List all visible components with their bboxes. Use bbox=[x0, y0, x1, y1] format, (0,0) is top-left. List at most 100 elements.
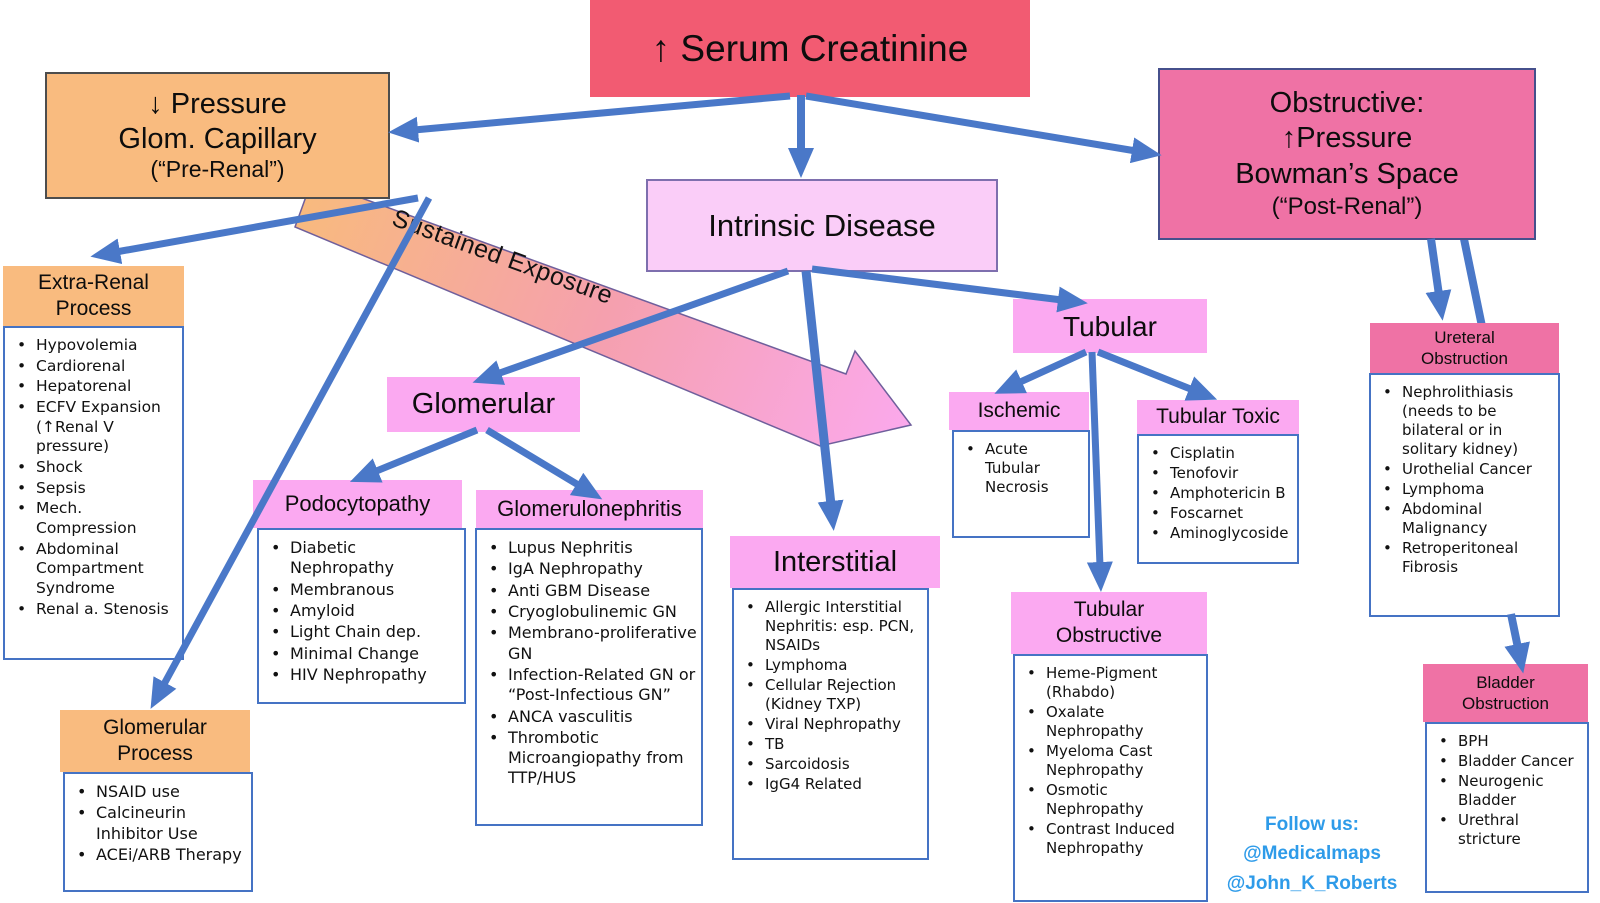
list-item: Neurogenic Bladder bbox=[1427, 772, 1583, 810]
pre-renal-line1: ↓ Pressure bbox=[148, 88, 287, 121]
post-renal-line4: (“Post-Renal”) bbox=[1271, 193, 1423, 221]
list-item: Nephrolithiasis (needs to be bilateral o… bbox=[1371, 383, 1554, 459]
list-item: Lupus Nephritis bbox=[477, 538, 697, 559]
list-item: Cisplatin bbox=[1139, 444, 1293, 463]
list-item: ECFV Expansion (↑Renal V pressure) bbox=[5, 398, 178, 457]
list-glomerulonephritis: Lupus NephritisIgA NephropathyAnti GBM D… bbox=[475, 528, 703, 826]
list-item: Foscarnet bbox=[1139, 504, 1293, 523]
list-item: Hypovolemia bbox=[5, 336, 178, 356]
list-item: Shock bbox=[5, 458, 178, 478]
list-item: Osmotic Nephropathy bbox=[1015, 781, 1202, 819]
pre-renal-line2: Glom. Capillary bbox=[118, 122, 317, 155]
intrinsic-disease-label: Intrinsic Disease bbox=[708, 207, 936, 243]
list-interstitial: Allergic Interstitial Nephritis: esp. PC… bbox=[732, 588, 929, 860]
list-item: TB bbox=[734, 735, 923, 754]
glomerulonephritis-items: Lupus NephritisIgA NephropathyAnti GBM D… bbox=[477, 530, 701, 794]
list-item: Contrast Induced Nephropathy bbox=[1015, 820, 1202, 858]
list-item: Abdominal Compartment Syndrome bbox=[5, 540, 178, 599]
list-item: Myeloma Cast Nephropathy bbox=[1015, 742, 1202, 780]
header-tubular-toxic: Tubular Toxic bbox=[1137, 400, 1299, 434]
list-tubular-toxic: CisplatinTenofovirAmphotericin BFoscarne… bbox=[1137, 434, 1299, 564]
list-ureteral-obstruction: Nephrolithiasis (needs to be bilateral o… bbox=[1369, 373, 1560, 617]
list-item: Viral Nephropathy bbox=[734, 715, 923, 734]
ischemic-items: Acute Tubular Necrosis bbox=[954, 432, 1088, 502]
bladder-obstruction-items: BPHBladder CancerNeurogenic BladderUreth… bbox=[1427, 724, 1587, 854]
header-podocytopathy: Podocytopathy bbox=[253, 480, 462, 528]
extra-renal-items: HypovolemiaCardiorenalHepatorenalECFV Ex… bbox=[5, 328, 182, 624]
glomerular-process-items: NSAID useCalcineurin Inhibitor UseACEi/A… bbox=[65, 774, 251, 870]
list-item: Urethral stricture bbox=[1427, 811, 1583, 849]
list-glomerular-process: NSAID useCalcineurin Inhibitor UseACEi/A… bbox=[63, 772, 253, 892]
list-item: Allergic Interstitial Nephritis: esp. PC… bbox=[734, 598, 923, 655]
post-renal-line3: Bowman’s Space bbox=[1235, 157, 1459, 190]
list-item: NSAID use bbox=[65, 782, 247, 803]
header-ischemic: Ischemic bbox=[949, 392, 1089, 430]
header-tubular-obstructive: Tubular Obstructive bbox=[1011, 592, 1207, 654]
list-extra-renal-process: HypovolemiaCardiorenalHepatorenalECFV Ex… bbox=[3, 326, 184, 660]
list-item: ANCA vasculitis bbox=[477, 707, 697, 728]
list-item: Diabetic Nephropathy bbox=[259, 538, 460, 579]
list-item: Calcineurin Inhibitor Use bbox=[65, 803, 247, 844]
list-item: Aminoglycoside bbox=[1139, 524, 1293, 543]
list-item: IgG4 Related bbox=[734, 775, 923, 794]
header-glomerular-process: Glomerular Process bbox=[60, 710, 250, 772]
post-renal-line1: Obstructive: bbox=[1269, 86, 1425, 119]
list-podocytopathy: Diabetic NephropathyMembranousAmyloidLig… bbox=[257, 528, 466, 704]
list-item: Membrano-proliferative GN bbox=[477, 623, 697, 664]
header-interstitial: Interstitial bbox=[730, 536, 940, 588]
list-item: IgA Nephropathy bbox=[477, 559, 697, 580]
list-item: Heme-Pigment (Rhabdo) bbox=[1015, 664, 1202, 702]
podocytopathy-items: Diabetic NephropathyMembranousAmyloidLig… bbox=[259, 530, 464, 690]
post-renal-line2: ↑Pressure bbox=[1281, 122, 1413, 155]
header-bladder-obstruction: Bladder Obstruction bbox=[1423, 664, 1588, 722]
list-item: Amphotericin B bbox=[1139, 484, 1293, 503]
list-ischemic: Acute Tubular Necrosis bbox=[952, 430, 1090, 538]
list-item: Retroperitoneal Fibrosis bbox=[1371, 539, 1554, 577]
list-item: Bladder Cancer bbox=[1427, 752, 1583, 771]
list-item: Renal a. Stenosis bbox=[5, 600, 178, 620]
node-intrinsic-disease: Intrinsic Disease bbox=[646, 179, 998, 272]
list-item: Oxalate Nephropathy bbox=[1015, 703, 1202, 741]
list-item: Cellular Rejection (Kidney TXP) bbox=[734, 676, 923, 714]
list-item: HIV Nephropathy bbox=[259, 665, 460, 686]
list-item: Cardiorenal bbox=[5, 357, 178, 377]
list-item: Cryoglobulinemic GN bbox=[477, 602, 697, 623]
social-handle-john-k-roberts[interactable]: @John_K_Roberts bbox=[1226, 872, 1398, 894]
interstitial-items: Allergic Interstitial Nephritis: esp. PC… bbox=[734, 590, 927, 799]
header-glomerulonephritis: Glomerulonephritis bbox=[476, 490, 703, 528]
header-ureteral-obstruction: Ureteral Obstruction bbox=[1370, 323, 1559, 373]
list-item: Hepatorenal bbox=[5, 377, 178, 397]
list-item: Infection-Related GN or “Post-Infectious… bbox=[477, 665, 697, 706]
list-item: Minimal Change bbox=[259, 644, 460, 665]
pre-renal-line3: (“Pre-Renal”) bbox=[150, 155, 285, 182]
tubular-toxic-items: CisplatinTenofovirAmphotericin BFoscarne… bbox=[1139, 436, 1297, 548]
list-item: Light Chain dep. bbox=[259, 622, 460, 643]
node-serum-creatinine: ↑ Serum Creatinine bbox=[590, 0, 1030, 97]
node-post-renal: Obstructive: ↑Pressure Bowman’s Space (“… bbox=[1158, 68, 1536, 240]
list-item: Anti GBM Disease bbox=[477, 581, 697, 602]
list-item: Membranous bbox=[259, 580, 460, 601]
list-item: Urothelial Cancer bbox=[1371, 460, 1554, 479]
list-item: Thrombotic Microangiopathy from TTP/HUS bbox=[477, 728, 697, 789]
header-tubular: Tubular bbox=[1013, 299, 1207, 353]
node-serum-creatinine-label: ↑ Serum Creatinine bbox=[651, 27, 969, 69]
node-pre-renal: ↓ Pressure Glom. Capillary (“Pre-Renal”) bbox=[45, 72, 390, 199]
list-tubular-obstructive: Heme-Pigment (Rhabdo)Oxalate Nephropathy… bbox=[1013, 654, 1208, 902]
follow-us-label: Follow us: bbox=[1265, 814, 1359, 835]
list-item: Amyloid bbox=[259, 601, 460, 622]
list-item: Sarcoidosis bbox=[734, 755, 923, 774]
ureteral-obstruction-items: Nephrolithiasis (needs to be bilateral o… bbox=[1371, 375, 1558, 582]
tubular-obstructive-items: Heme-Pigment (Rhabdo)Oxalate Nephropathy… bbox=[1015, 656, 1206, 863]
social-handle-medicalmaps[interactable]: @Medicalmaps bbox=[1243, 843, 1381, 865]
header-extra-renal-process: Extra-Renal Process bbox=[3, 266, 184, 326]
list-item: Acute Tubular Necrosis bbox=[954, 440, 1084, 497]
header-glomerular: Glomerular bbox=[387, 377, 580, 432]
list-item: Sepsis bbox=[5, 479, 178, 499]
list-item: Lymphoma bbox=[1371, 480, 1554, 499]
list-item: ACEi/ARB Therapy bbox=[65, 845, 247, 866]
list-item: BPH bbox=[1427, 732, 1583, 751]
list-item: Abdominal Malignancy bbox=[1371, 500, 1554, 538]
follow-us-block: Follow us: @Medicalmaps @John_K_Roberts bbox=[1212, 810, 1412, 898]
list-item: Lymphoma bbox=[734, 656, 923, 675]
